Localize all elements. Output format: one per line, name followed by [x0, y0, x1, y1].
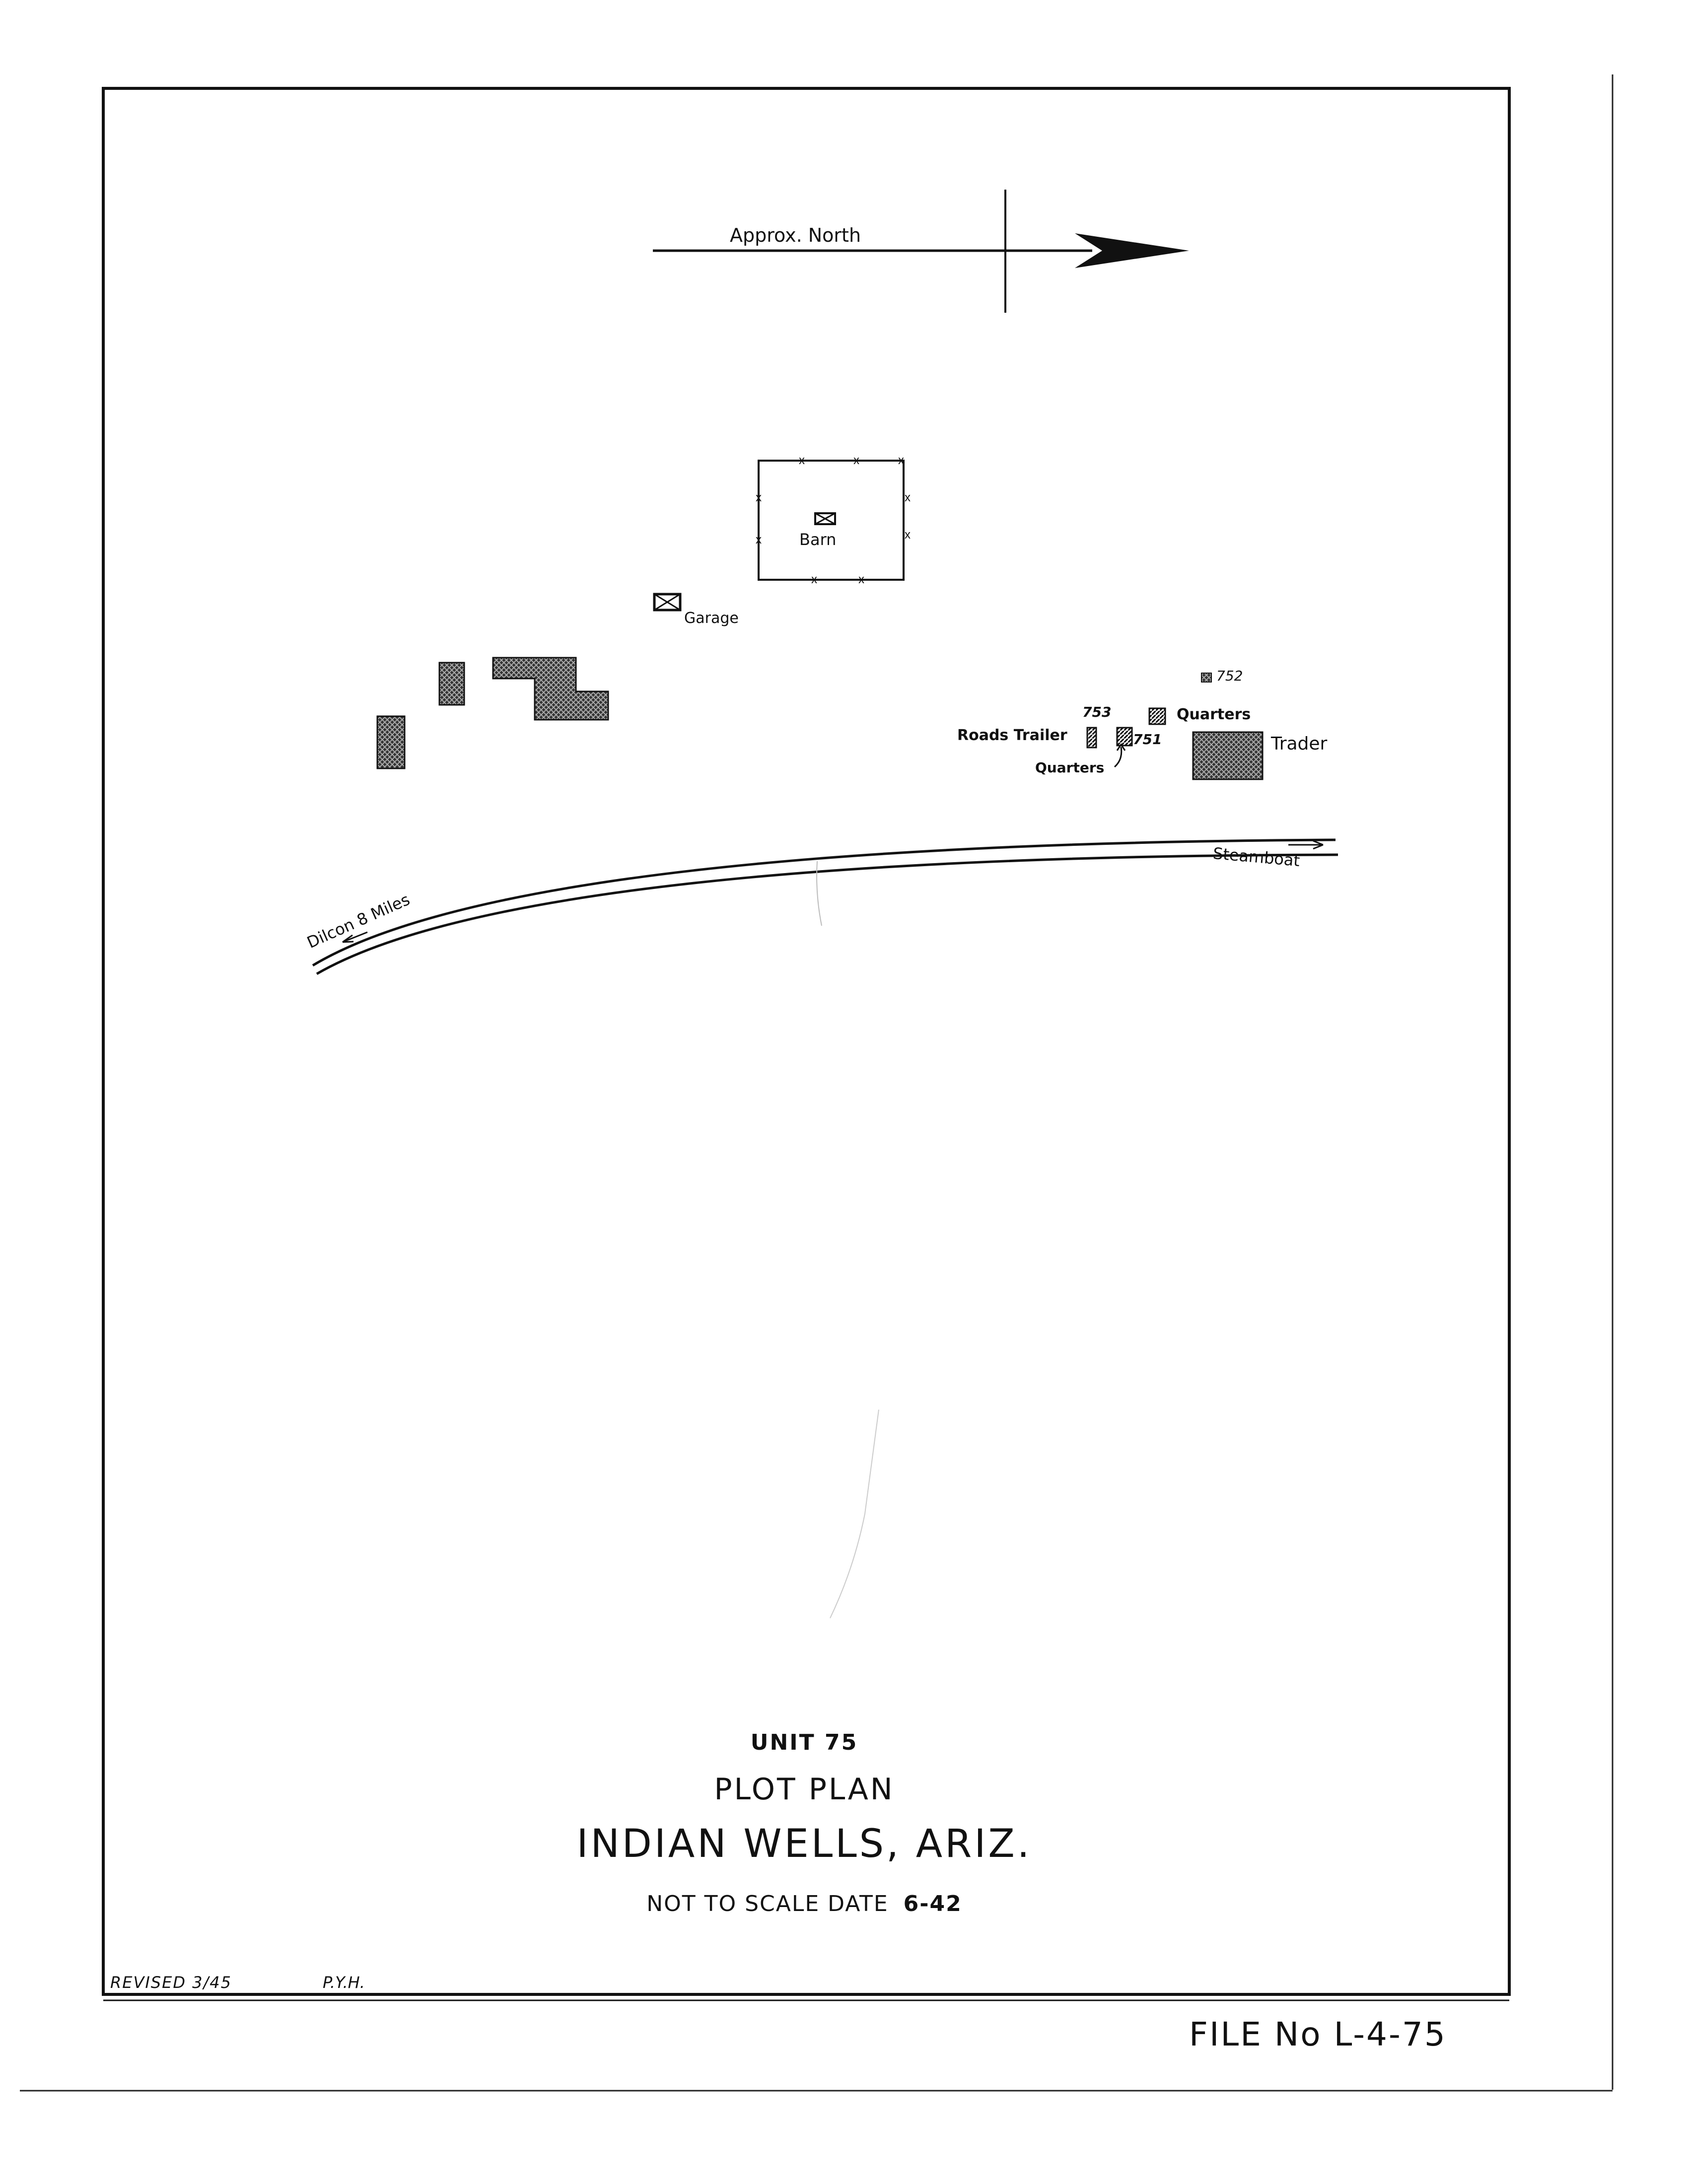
quarters-lower-label: Quarters [1035, 759, 1105, 776]
barn-building [814, 512, 836, 525]
barn-label: Barn [799, 530, 837, 549]
west-building-1 [376, 715, 406, 769]
road [312, 838, 1338, 975]
date-value: 6-42 [903, 1891, 962, 1916]
scale-date-line: NOT TO SCALE DATE 6-42 [99, 1891, 1509, 1916]
road-arrow-west [342, 931, 368, 943]
barn-enclosure: x x x x x x x x x [756, 454, 911, 586]
north-label: Approx. North [730, 224, 861, 246]
revised-note: REVISED 3/45 [110, 1973, 232, 1992]
roads-trailer-building [1086, 727, 1097, 749]
quarters-building-upper [1148, 707, 1166, 725]
west-building-3 [492, 657, 609, 721]
garage-label: Garage [684, 610, 739, 627]
west-building-2 [438, 662, 465, 706]
quarters-upper-label: Quarters [1177, 706, 1251, 723]
trader-label: Trader [1271, 734, 1328, 754]
building-753-label: 753 [1082, 704, 1112, 720]
unit-title: UNIT 75 [750, 1730, 858, 1755]
plot-plan-title: PLOT PLAN [714, 1772, 895, 1807]
building-751 [1116, 727, 1133, 747]
svg-text:x: x [898, 454, 904, 467]
trader-building [1192, 731, 1264, 780]
svg-text:x: x [756, 533, 762, 546]
quarters-pointer-arrowhead [1116, 743, 1126, 751]
svg-text:x: x [799, 454, 805, 467]
north-arrow [653, 190, 1189, 313]
svg-text:x: x [811, 573, 817, 586]
building-752 [1201, 673, 1212, 682]
road-arrow-east [1288, 840, 1324, 850]
revised-by: P.Y.H. [323, 1973, 365, 1992]
svg-text:x: x [756, 491, 762, 504]
drawing-border [102, 87, 1511, 1996]
svg-text:x: x [853, 454, 859, 467]
paper-crease-lower [830, 1409, 879, 1619]
file-number: FILE No L-4-75 [1189, 2015, 1447, 2053]
location-title: INDIAN WELLS, ARIZ. [576, 1822, 1032, 1866]
quarters-pointer-arrow [1114, 747, 1123, 768]
roads-trailer-label: Roads Trailer [957, 727, 1067, 744]
svg-text:x: x [858, 573, 864, 586]
svg-text:x: x [905, 491, 911, 504]
building-752-label: 752 [1216, 668, 1243, 684]
svg-text:x: x [905, 528, 911, 542]
scale-date-text: NOT TO SCALE DATE [646, 1891, 889, 1916]
building-751-label: 751 [1133, 731, 1162, 748]
paper-crease-upper [816, 861, 822, 926]
garage-building [653, 593, 682, 612]
